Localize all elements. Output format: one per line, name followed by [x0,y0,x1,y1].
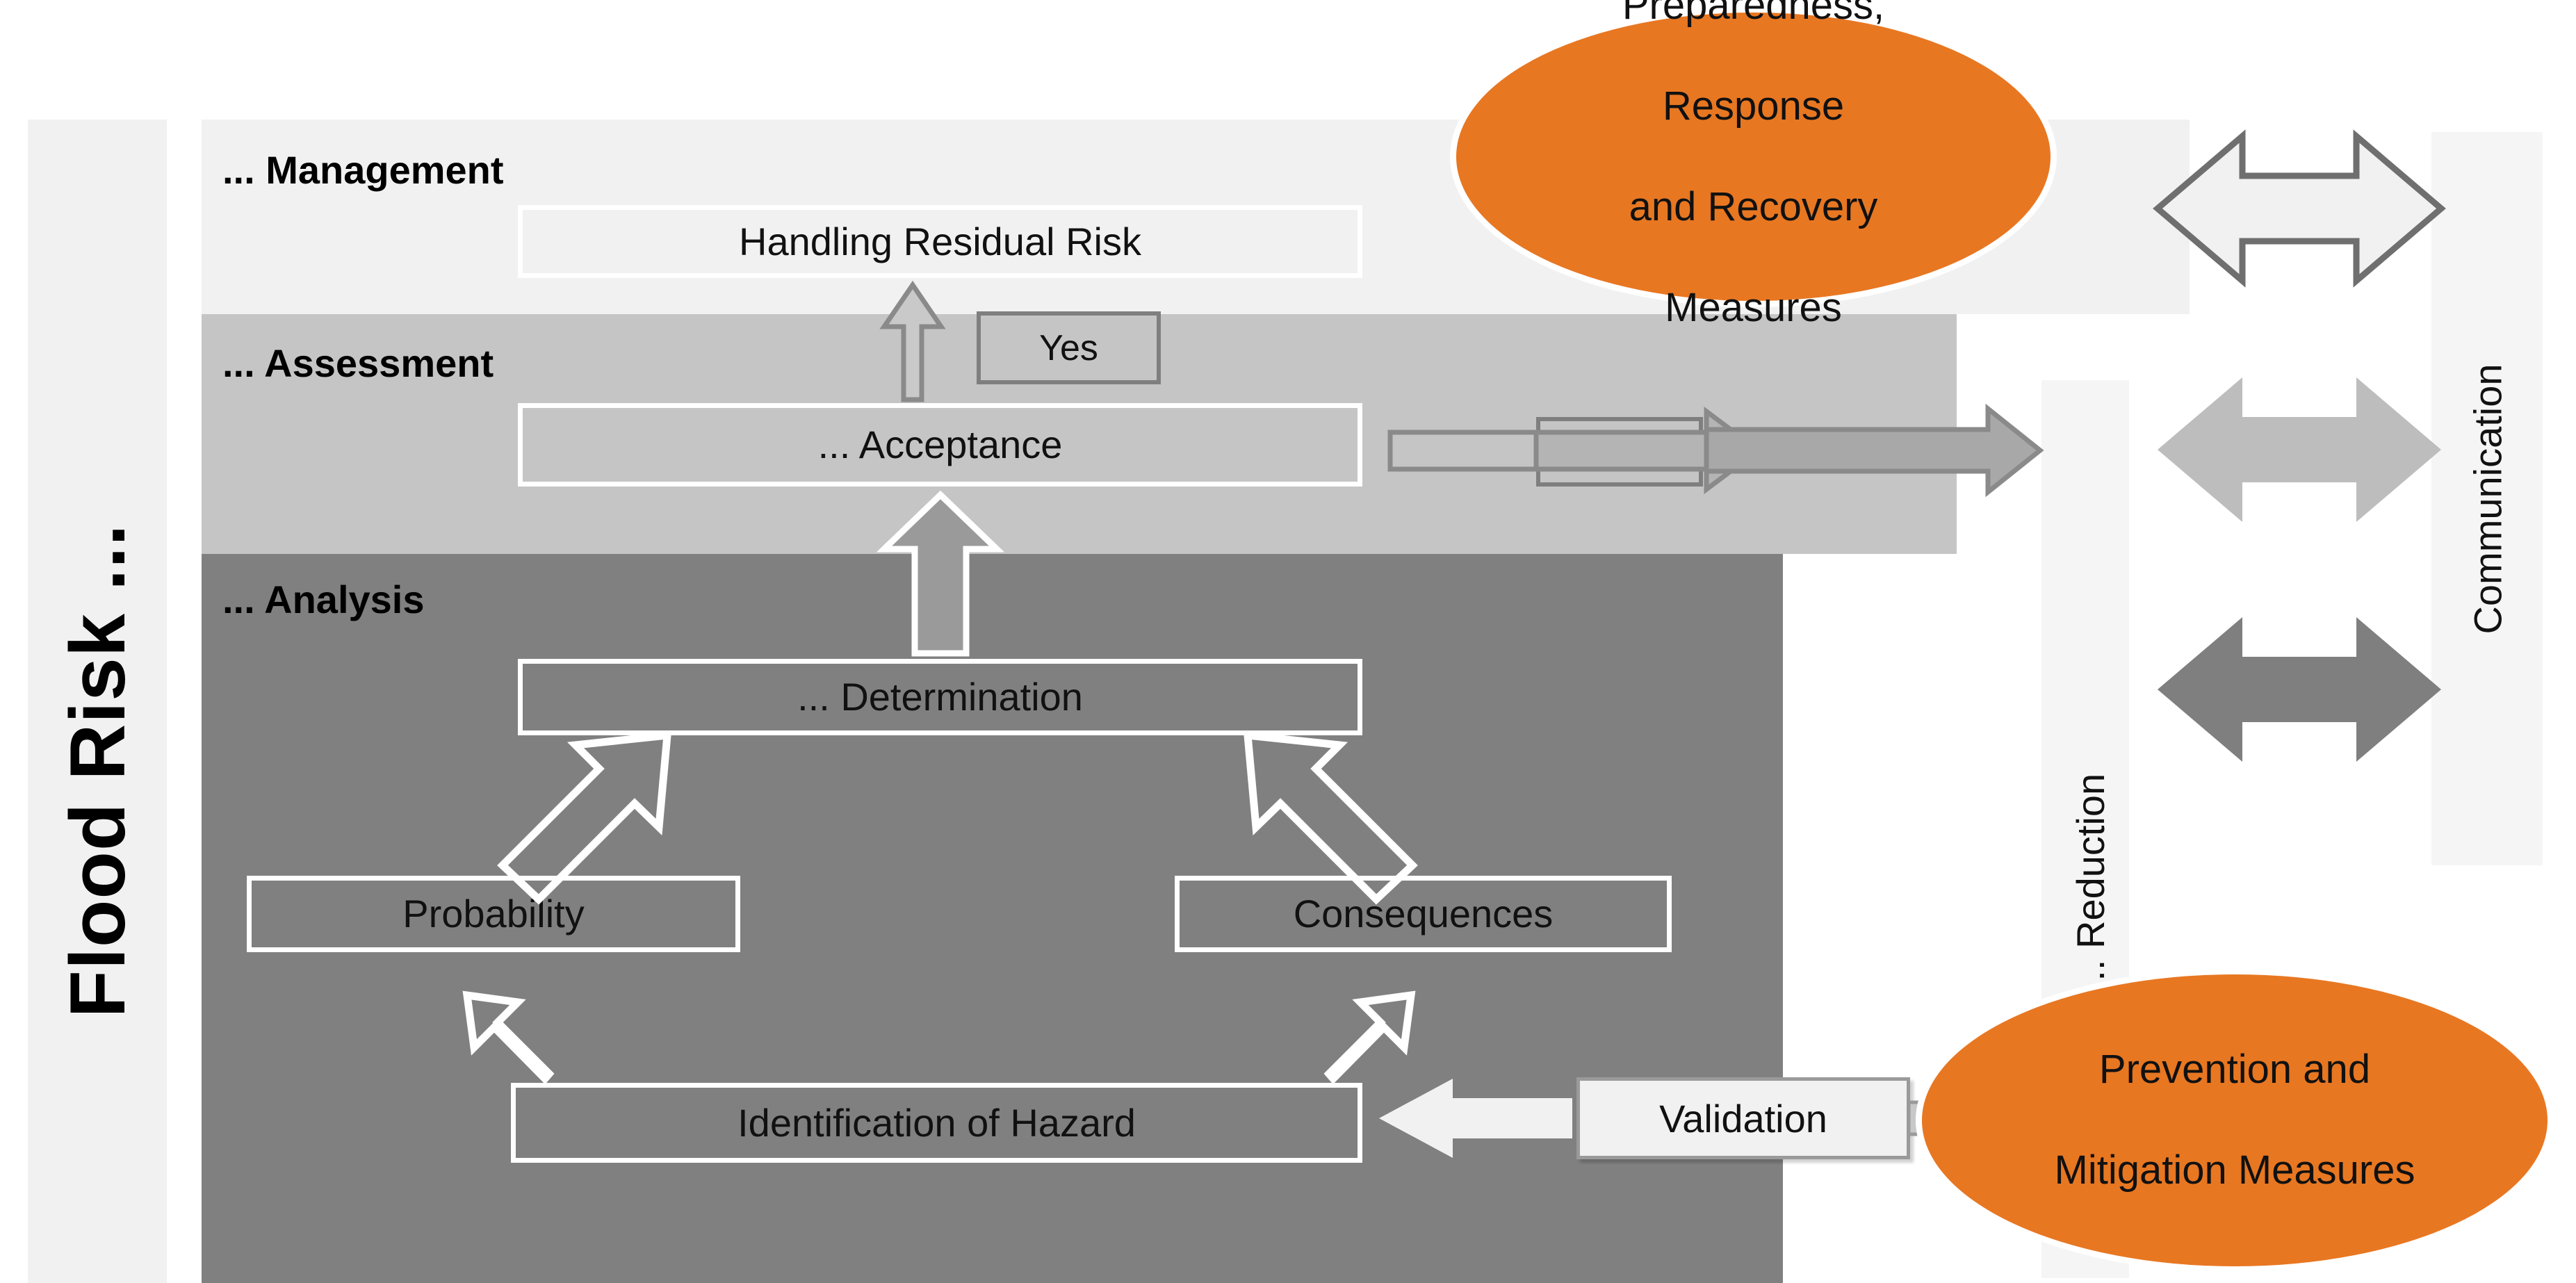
column-communication: Communication [2431,132,2543,865]
double-arrow-analysis-icon [2158,617,2441,762]
node-consequences[interactable]: Consequences [1175,876,1672,952]
ellipse-prevention-text: Prevention and Mitigation Measures [1999,1045,2471,1196]
node-probability[interactable]: Probability [247,876,740,952]
ellipse-preparedness-text: Preparedness, Response and Recovery Meas… [1567,0,1940,333]
double-arrow-assessment-icon [2158,377,2441,522]
node-identification-of-hazard[interactable]: Identification of Hazard [511,1083,1362,1163]
ellipse-prevention-mitigation[interactable]: Prevention and Mitigation Measures [1922,974,2548,1266]
section-header-assessment: ... Assessment [222,341,494,385]
node-validation[interactable]: Validation [1576,1077,1910,1159]
section-header-management: ... Management [222,148,504,192]
column-communication-label: Communication [2465,363,2509,635]
double-arrow-management-icon [2153,129,2446,288]
decision-chip-no[interactable]: No [1536,417,1703,487]
flood-risk-strip: Flood Risk ... [28,120,167,1283]
ellipse-preparedness-line-3: and Recovery [1629,183,1878,229]
node-handling-residual-risk[interactable]: Handling Residual Risk [518,205,1362,278]
ellipse-prevention-line-1: Prevention and [2098,1047,2371,1093]
ellipse-preparedness-line-4: Measures [1665,284,1842,330]
ellipse-preparedness-response-recovery[interactable]: Preparedness, Response and Recovery Meas… [1456,0,2051,330]
node-determination[interactable]: ... Determination [518,659,1362,735]
section-header-analysis: ... Analysis [222,578,425,621]
ellipse-preparedness-line-2: Response [1662,83,1845,129]
node-acceptance[interactable]: ... Acceptance [518,403,1362,487]
decision-chip-yes[interactable]: Yes [977,311,1161,384]
ellipse-prevention-line-2: Mitigation Measures [2054,1147,2415,1193]
flood-risk-label: Flood Risk ... [54,523,141,1018]
ellipse-preparedness-line-1: Preparedness, [1622,0,1885,28]
